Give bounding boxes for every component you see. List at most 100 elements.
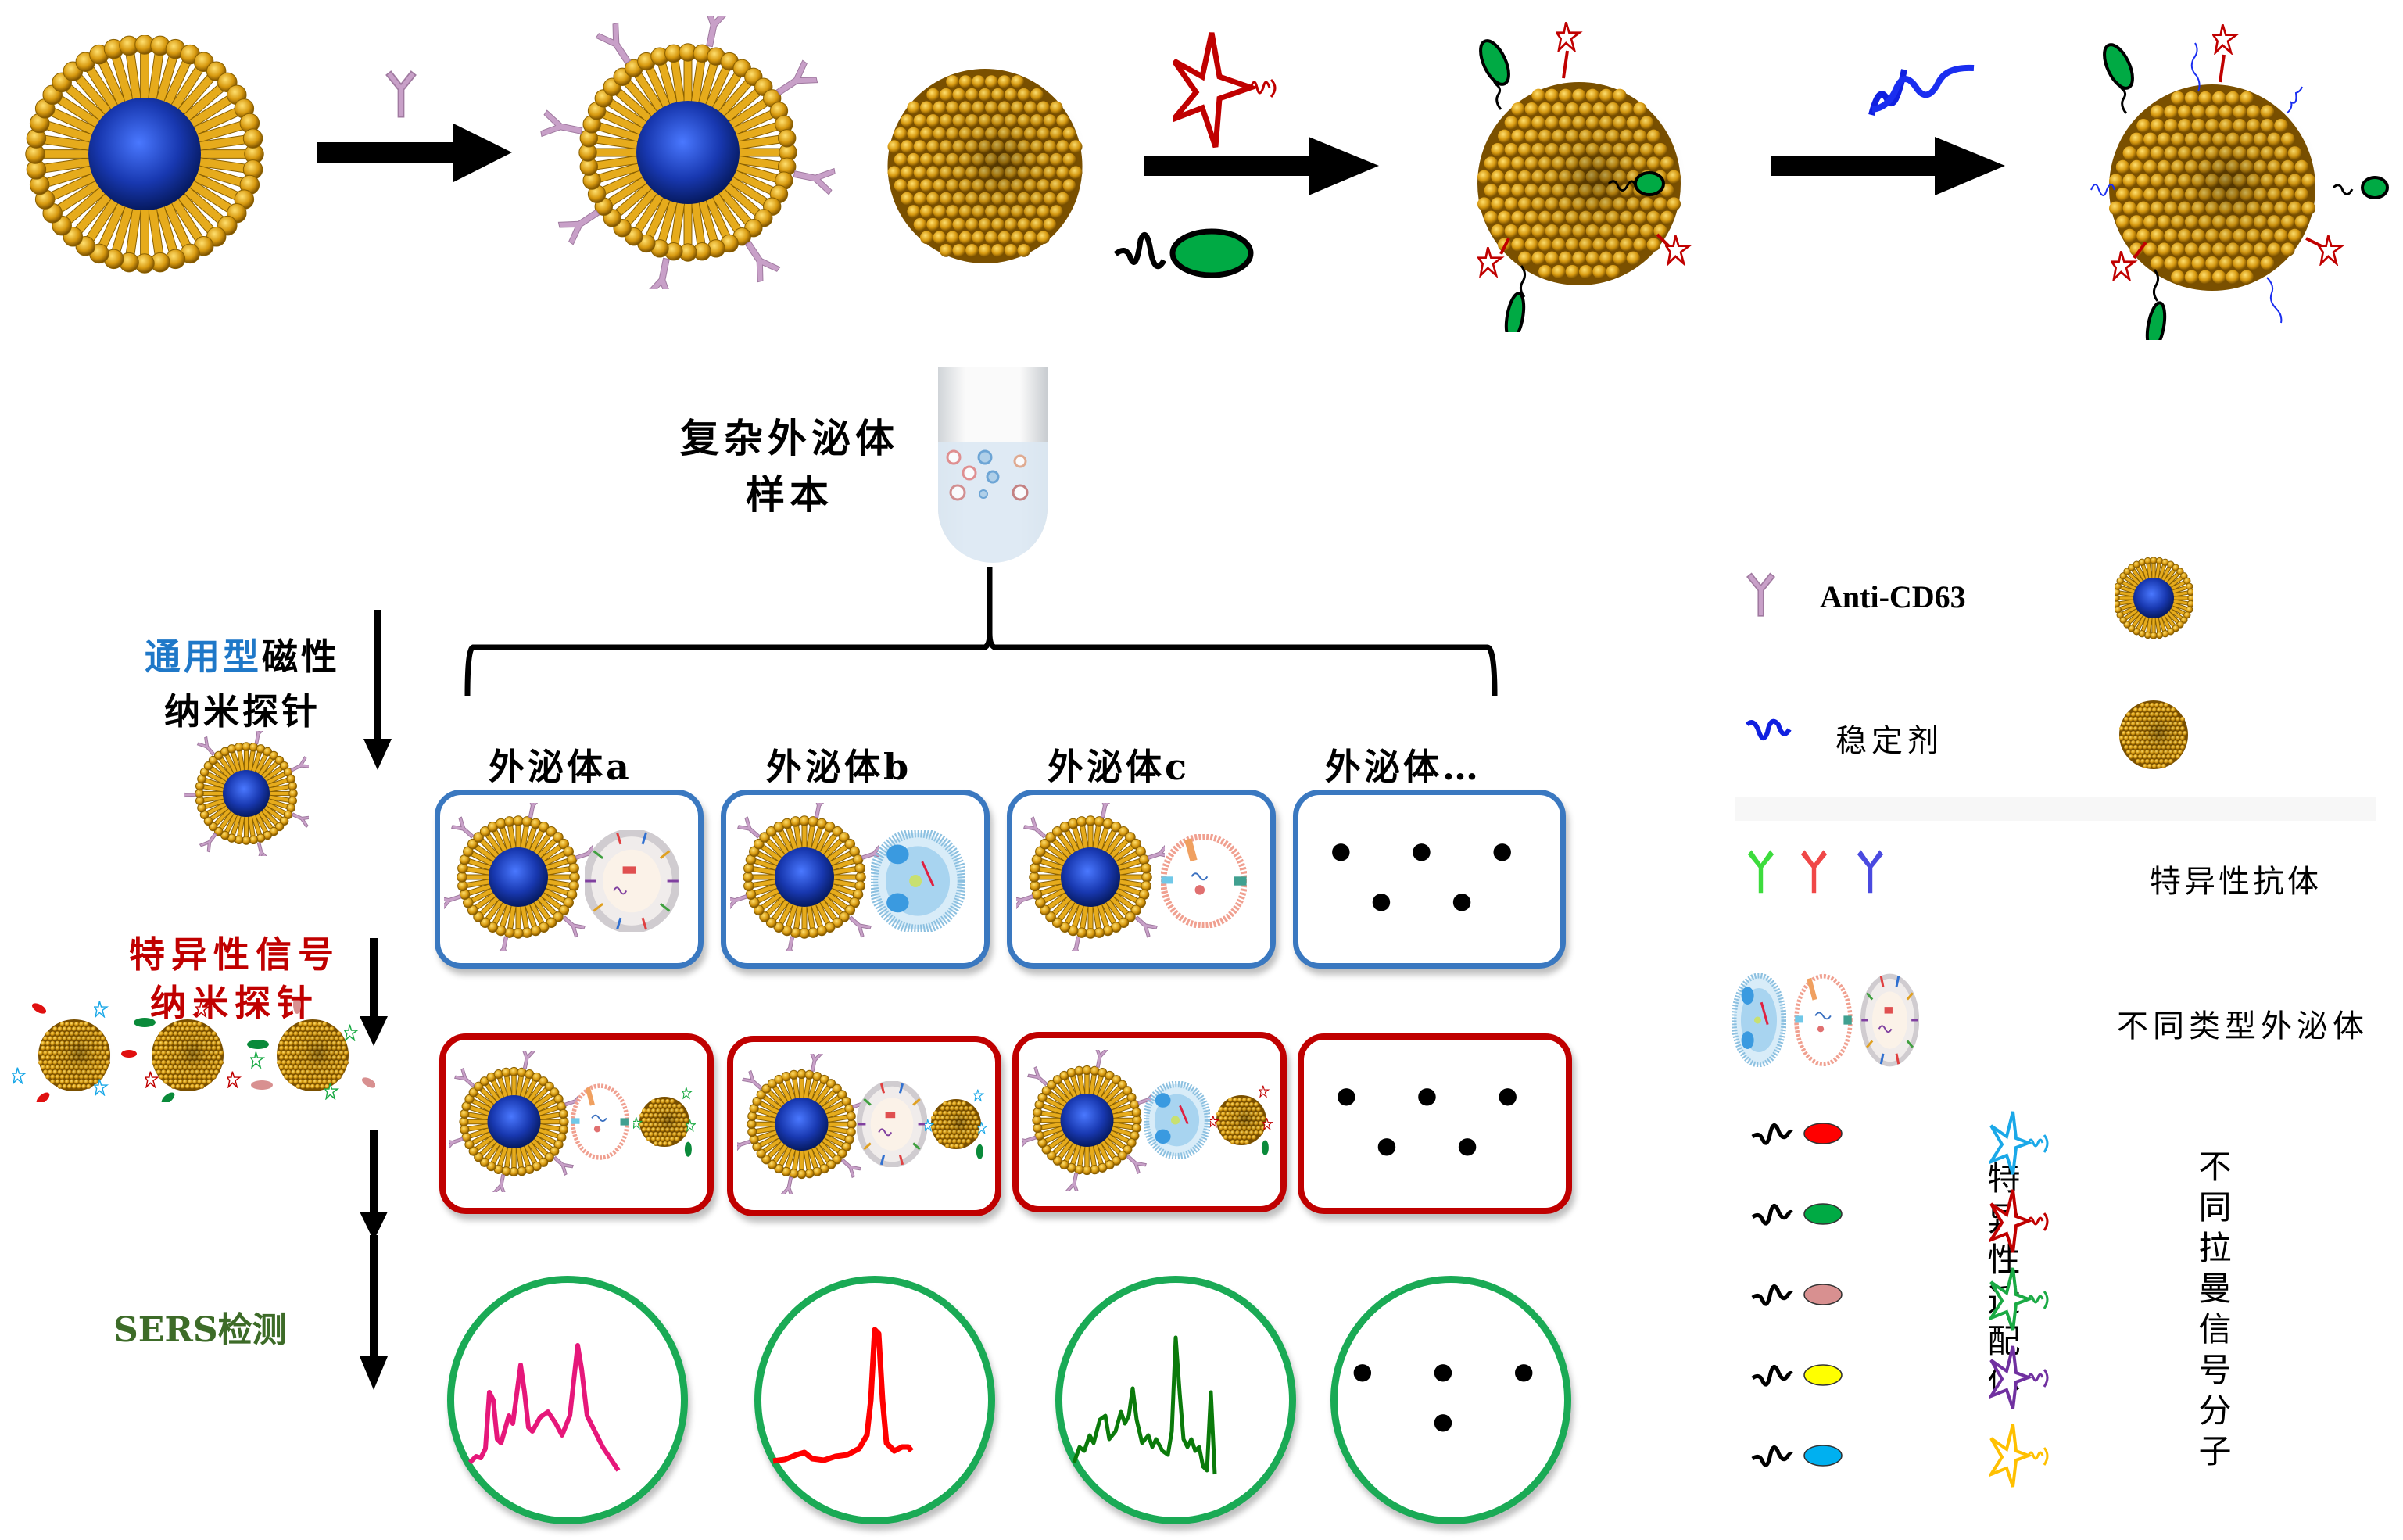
sers-spectrum-c [1055,1276,1296,1524]
top-synthesis-row [0,0,2403,344]
antibody [291,812,309,829]
gold-nanoparticle [887,68,1087,264]
magnetic-nanoprobe [730,803,879,951]
arrow-right-icon [317,124,512,182]
antibody [562,915,586,938]
exosome-type-a [585,830,679,932]
raman-reporter-legend-icon [1989,1111,2049,1175]
sers-spectrum-b [754,1276,995,1524]
signal-nanoprobe [633,1087,696,1157]
raman-reporter-icon [1173,32,1277,149]
step-signal-line1: 特异性信号 [129,933,340,976]
stabilizer-icon [1745,718,1792,740]
legend-exosome-types-label: 不同类型外泌体 [2117,1008,2369,1044]
spectrum-line-b [772,1327,914,1464]
gold-nanoparticle-core [2109,84,2321,291]
arrow-down-icon [360,938,388,1046]
exosome-type-c [571,1083,629,1160]
ligands-overlay [2090,23,2389,340]
antibody [812,803,829,818]
antibody [256,841,270,856]
antibody-icon [385,70,417,118]
step-signal-probe-label: 特异性信号 纳米探针 [102,930,367,1027]
legend-specific-antibody-label: 特异性抗体 [2150,864,2322,900]
antibody-green-icon [1746,848,1775,894]
legend-stabilizer-label: 稳定剂 [1835,723,1943,759]
exosome-c-label: 外泌体c [1048,746,1191,788]
antibody [793,167,836,195]
sandwich-box-b [727,1036,1001,1216]
antibody [861,843,879,860]
ellipsis: • • • • • [1324,824,1535,933]
raman-reporter-legend-icon [1989,1267,2049,1331]
aptamer-legend-list [1751,1118,1853,1540]
exosome-a-label: 外泌体a [489,746,632,788]
sample-label-line1: 复杂外泌体 [680,415,899,461]
arrow-right-icon [1144,137,1379,195]
antibody [493,936,510,951]
antibody [557,209,600,245]
aptamer-legend-icon [1751,1364,1843,1387]
antibody [564,1091,578,1107]
antibody [1016,894,1034,911]
raman-reporter-legend-icon [1989,1424,2049,1488]
magnetic-core [775,1098,829,1151]
antibody [184,788,196,802]
antibody [1065,936,1083,951]
exosome-b-label: 外泌体b [766,746,912,788]
signal-nanoprobe [1210,1085,1273,1155]
sample-label-line2: 样本 [746,471,833,518]
functionalized-gold-nanoparticle [1399,20,1774,332]
antibody [645,257,673,289]
antibody [492,1174,507,1192]
ligands-overlay [1477,21,1691,332]
raman-reporter-legend-icon [1989,1345,2049,1409]
antibody [744,240,781,283]
antibody [453,1067,475,1088]
sandwich-box-c [1012,1032,1287,1212]
antibody-conjugated-magnetic-nanoparticle [540,16,836,289]
signal-nanoprobes-group [8,1001,375,1102]
antibody [779,1176,794,1194]
exosome-type-icons [1732,973,1927,1071]
magnetic-core [636,101,740,204]
antibody [449,1137,464,1152]
antibody [1134,915,1159,938]
signal-nanoprobe-red [152,1019,226,1091]
magnetic-nanoparticle [25,35,264,274]
antibody [1147,843,1165,860]
gold-shell [743,815,866,939]
antibody-blue-icon [1856,848,1885,894]
exosome-type-a-icon [1860,973,1919,1067]
universal-magnetic-nanoprobe [184,731,309,856]
legend-gold-nanoparticle [2119,700,2189,769]
step-signal-line2: 纳米探针 [150,982,319,1024]
magnetic-core [1060,1094,1114,1147]
antibody [1098,803,1116,818]
antibody [595,22,632,65]
arrow-down-icon [363,610,392,770]
stabilized-signal-nanoprobe [2025,20,2400,340]
distribution-bracket [464,567,1498,697]
antibody [848,915,872,938]
antibody [252,731,267,745]
antibody [775,59,818,96]
antibody [809,1054,824,1072]
magnetic-core [1061,847,1120,907]
antibody [1022,816,1047,839]
exosome-type-c [1161,834,1247,928]
arrow-down-icon [360,1130,388,1239]
step-magnetic-highlight: 通用型 [145,636,262,678]
antibody [526,803,543,818]
aptamer-icon [1114,231,1167,270]
antibody [540,109,583,138]
antibody [1022,1135,1037,1151]
sandwich-box-more: • • • • • [1298,1033,1572,1214]
step-detection-label: SERS检测 [113,1310,287,1350]
gold-nanoparticle-core [1477,82,1686,285]
magnetic-core [489,847,548,907]
antibody [199,833,217,853]
antibody [444,894,462,911]
antibody [703,16,731,48]
spectrum-line-a [467,1343,621,1472]
